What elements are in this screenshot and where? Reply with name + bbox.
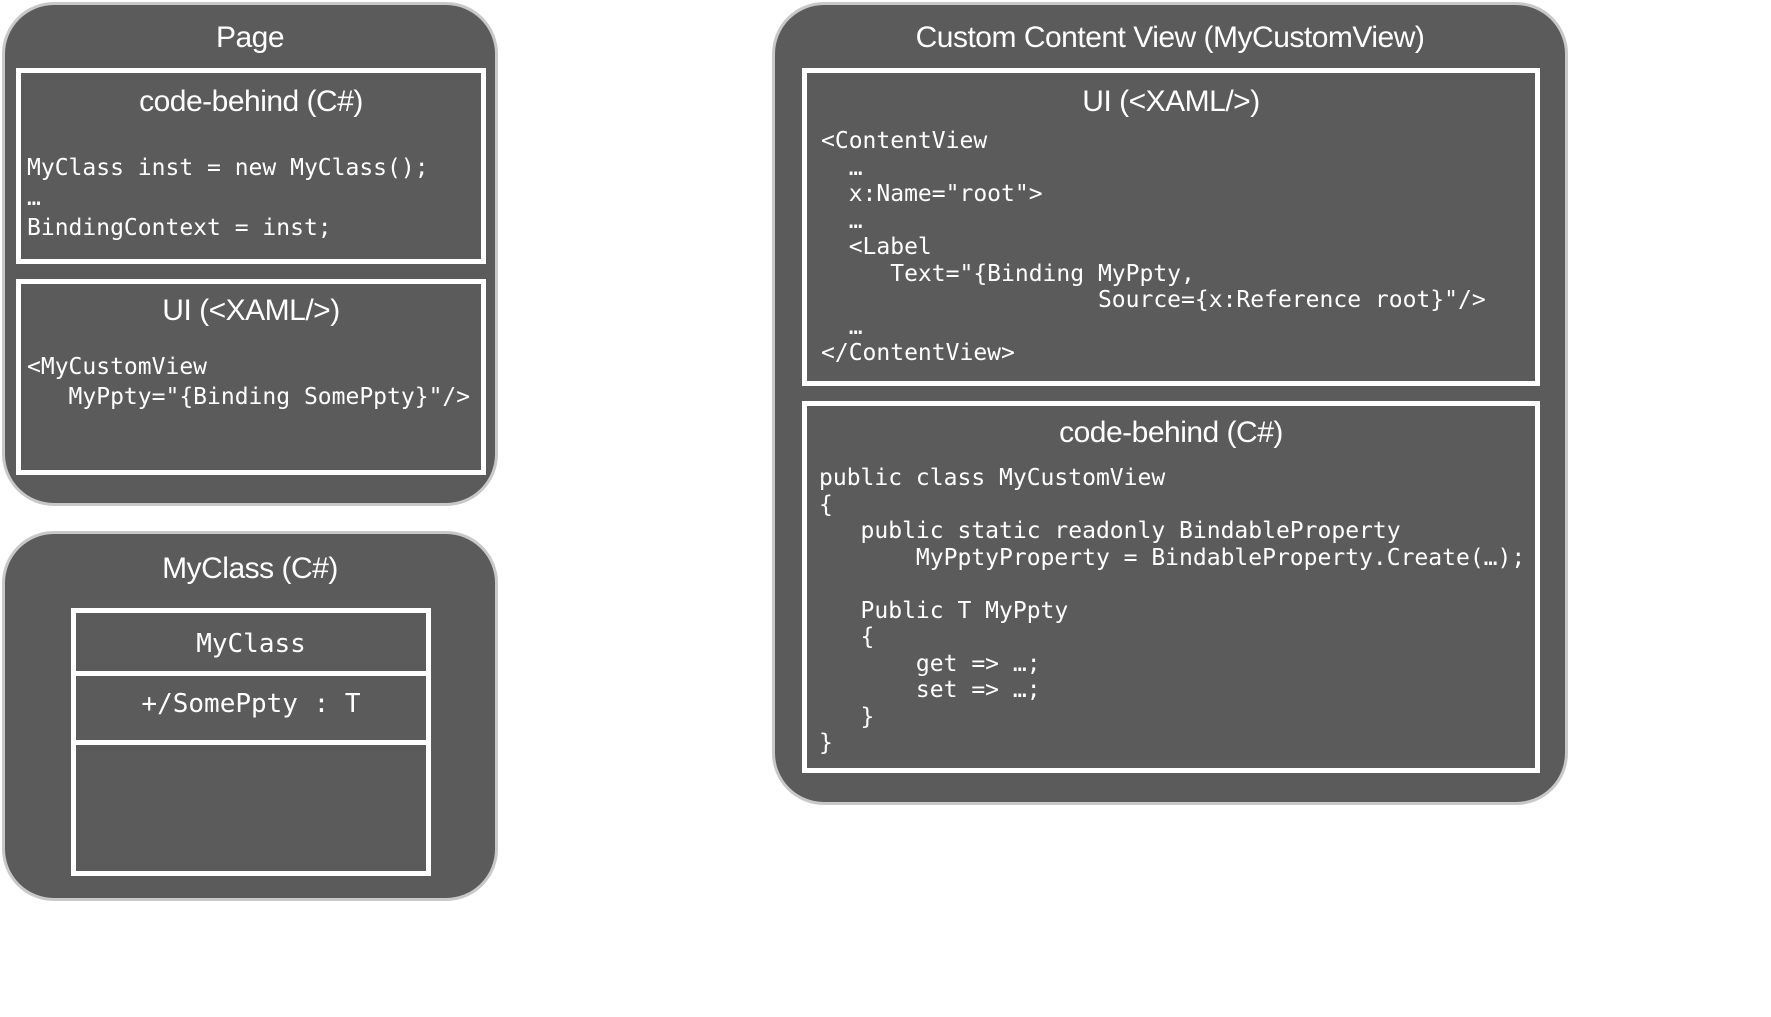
custom-view-ui-title: UI (<XAML/>) [1082, 85, 1260, 118]
code-line: <ContentView [821, 128, 988, 154]
page-ui-box: UI (<XAML/>) <MyCustomView MyPpty="{Bind… [16, 279, 486, 475]
code-line: MyPpty="{Binding SomePpty}"/> [27, 384, 471, 410]
code-line: { [819, 624, 875, 650]
code-line: set => …; [819, 677, 1041, 703]
code-line: Text="{Binding MyPpty, [821, 260, 1195, 287]
page-panel-title: Page [215, 21, 285, 54]
page-panel: Page code-behind (C#) MyClass inst = new… [2, 2, 498, 506]
code-line: public static readonly BindableProperty [819, 518, 1401, 544]
custom-view-code-behind-title: code-behind (C#) [1059, 416, 1283, 449]
code-line: MyClass inst = new MyClass(); [27, 155, 429, 181]
custom-view-ui-box: UI (<XAML/>) <ContentView … x:Name="root… [802, 68, 1540, 386]
page-code-behind-title: code-behind (C#) [139, 85, 363, 118]
code-line: … [821, 207, 863, 234]
page-code-behind-box: code-behind (C#) MyClass inst = new MyCl… [16, 68, 486, 264]
code-line: … [27, 185, 41, 211]
uml-name-divider [76, 671, 426, 676]
code-line: Public T MyPpty [819, 597, 1069, 624]
code-line: BindingContext = inst; [27, 215, 332, 241]
code-line: MyPptyProperty = BindableProperty.Create… [819, 544, 1526, 571]
page-ui-title: UI (<XAML/>) [162, 294, 340, 327]
custom-view-panel-title: Custom Content View (MyCustomView) [915, 21, 1425, 54]
code-line: <MyCustomView [27, 354, 208, 380]
custom-view-code-behind-box: code-behind (C#) public class MyCustomVi… [802, 401, 1540, 773]
uml-class-name: MyClass [196, 629, 306, 659]
code-line: } [819, 703, 875, 730]
code-line: … [821, 154, 863, 181]
code-line: Source={x:Reference root}"/> [821, 287, 1486, 313]
code-line: … [821, 313, 863, 340]
code-line [819, 571, 1525, 598]
custom-view-panel: Custom Content View (MyCustomView) UI (<… [772, 2, 1568, 805]
myclass-panel-title: MyClass (C#) [162, 552, 338, 585]
code-line: </ContentView> [821, 340, 1015, 366]
code-line: } [819, 730, 833, 756]
myclass-uml-class-box: MyClass +/SomePpty : T [71, 608, 431, 876]
uml-attribute-divider [76, 740, 426, 745]
custom-view-ui-code: <ContentView … x:Name="root"> … <Label T… [821, 128, 1486, 367]
code-line: { [819, 491, 833, 518]
code-line: public class MyCustomView [819, 465, 1166, 491]
uml-attribute: +/SomePpty : T [141, 689, 361, 719]
custom-view-code-behind-code: public class MyCustomView{ public static… [819, 465, 1525, 757]
code-line: get => …; [819, 650, 1041, 677]
page-ui-code: <MyCustomView MyPpty="{Binding SomePpty}… [27, 352, 470, 412]
code-line: <Label [821, 234, 932, 260]
code-line: x:Name="root"> [821, 181, 1043, 207]
page-code-behind-code: MyClass inst = new MyClass(); … BindingCon… [27, 153, 429, 243]
myclass-panel: MyClass (C#) MyClass +/SomePpty : T [2, 531, 498, 901]
